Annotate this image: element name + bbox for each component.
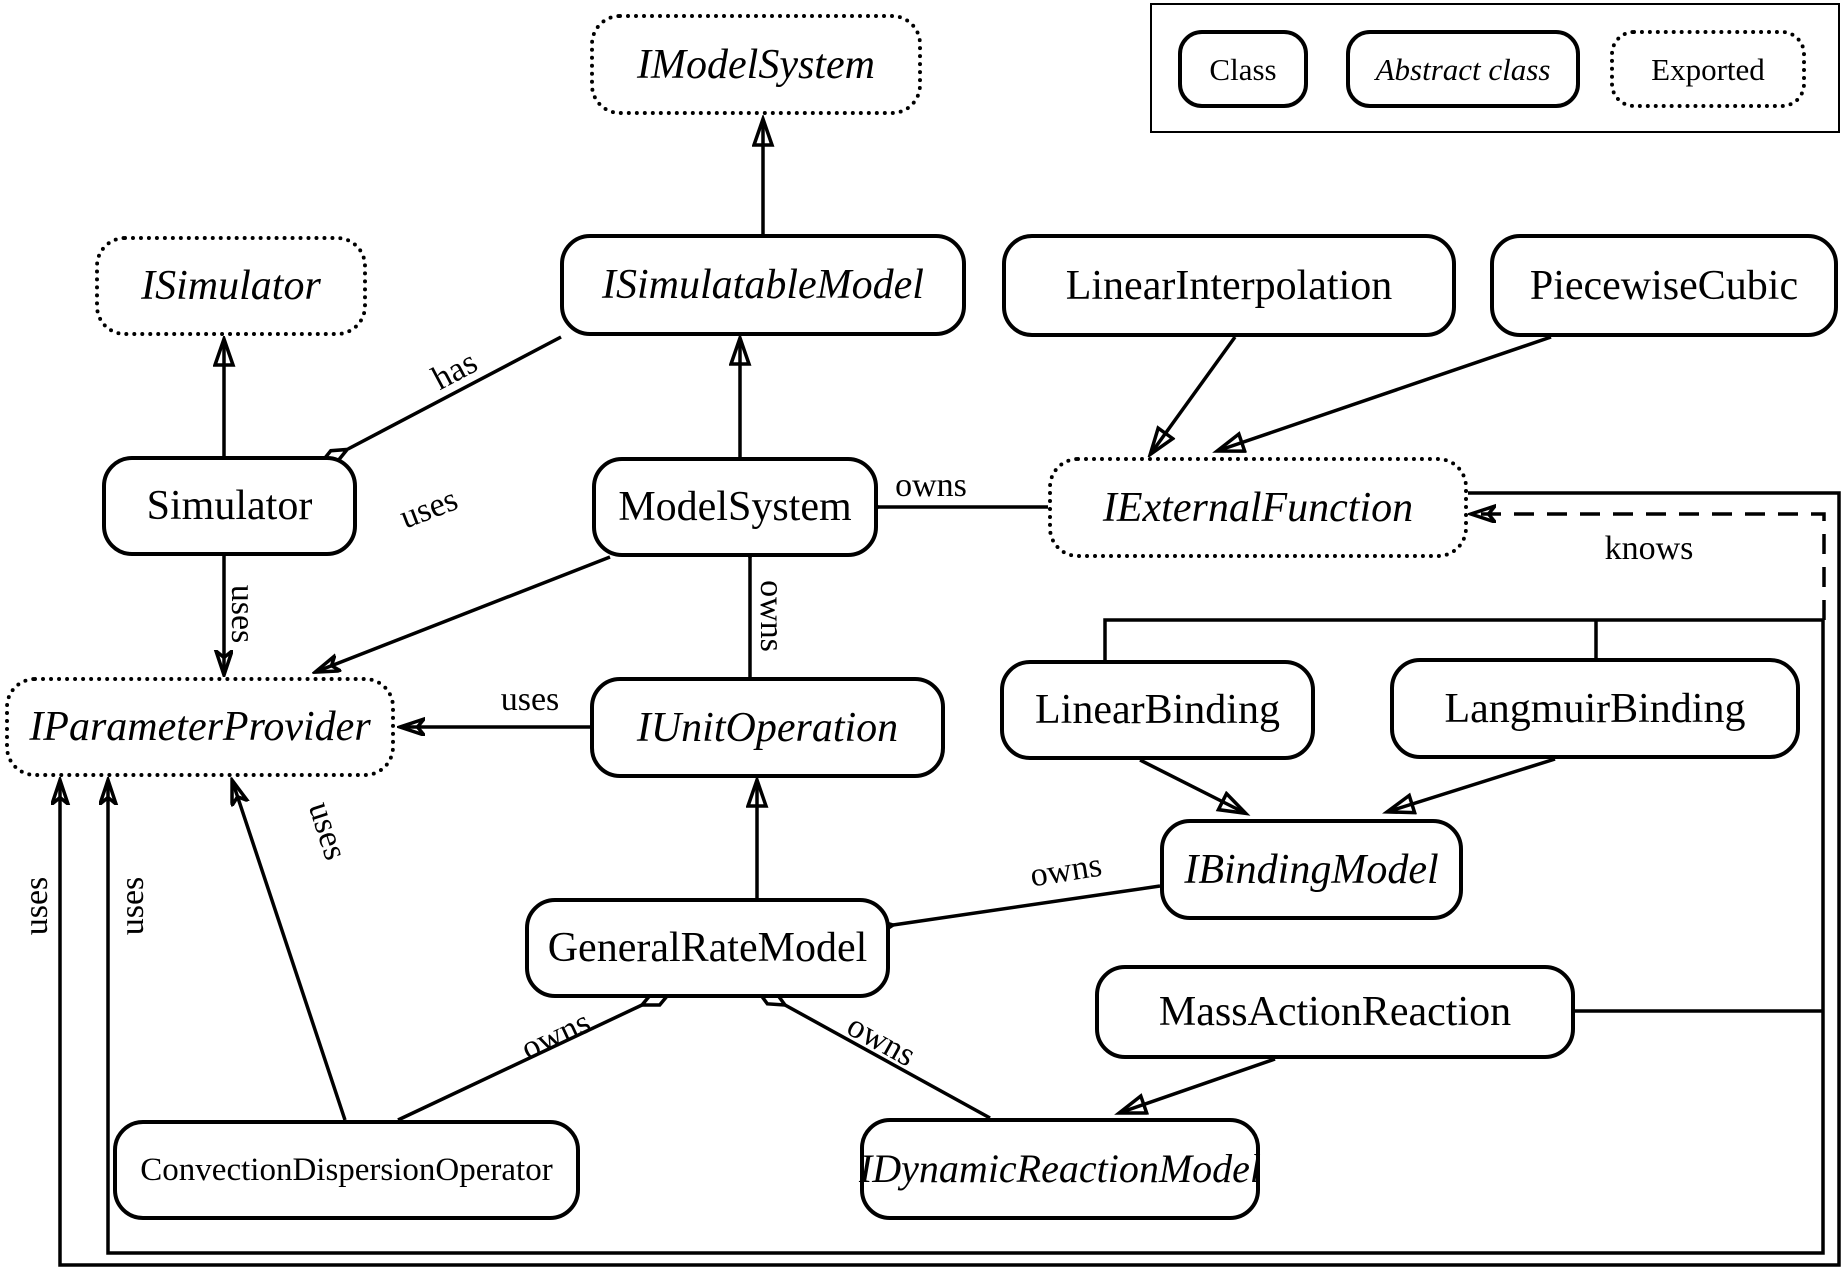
- edge-label-uses-left-outer: uses: [18, 876, 55, 936]
- edge-owns-generalratemodel-idynamicreactionmodel: [785, 1005, 991, 1120]
- edge-label-uses-simulator: uses: [224, 584, 261, 644]
- node-label: IDynamicReactionModel: [858, 1146, 1262, 1191]
- node-label: LinearBinding: [1035, 687, 1280, 733]
- edge-has-simulator-isimulatablemodel: [348, 335, 562, 449]
- node-label: ISimulatableModel: [602, 262, 924, 308]
- node-massactionreaction: MassActionReaction: [1095, 965, 1575, 1059]
- legend-item-class: Class: [1178, 30, 1308, 108]
- edge-inherit-langmuirbinding-ibindingmodel: [1390, 757, 1556, 811]
- node-langmuirbinding: LangmuirBinding: [1390, 658, 1800, 759]
- node-label: LangmuirBinding: [1444, 685, 1746, 732]
- node-linearinterpolation: LinearInterpolation: [1002, 234, 1456, 337]
- node-idynamicreactionmodel: IDynamicReactionModel: [858, 1118, 1262, 1220]
- node-label: IExternalFunction: [1102, 484, 1414, 531]
- edge-inherit-piecewisecubic-iexternalfunction: [1220, 335, 1552, 450]
- node-simulator: Simulator: [102, 456, 357, 556]
- legend-item-exported: Exported: [1610, 30, 1806, 108]
- legend-exported-label: Exported: [1651, 51, 1765, 87]
- edge-owns-generalratemodel-ibindingmodel: [893, 884, 1161, 925]
- node-linearbinding: LinearBinding: [1000, 660, 1315, 760]
- node-isimulatablemodel: ISimulatableModel: [560, 234, 966, 336]
- node-iunitoperation: IUnitOperation: [590, 677, 945, 778]
- edge-label-uses-left-inner: uses: [114, 876, 151, 936]
- edge-uses-bindings-iparameterprovider-inner-route: [108, 618, 1825, 1255]
- edge-inherit-massactionreaction-idynamicreactionmodel: [1122, 1057, 1276, 1112]
- edge-knows-iexternalfunction: [1474, 514, 1826, 620]
- legend: Class Abstract class Exported: [1150, 3, 1840, 133]
- node-label: IBindingModel: [1184, 846, 1439, 893]
- edge-uses-convectiondispersionoperator-iparameterprovider: [233, 783, 347, 1121]
- edge-label-uses-iunitoperation: uses: [500, 681, 560, 718]
- edge-label-owns-modelsystem-iexternalfunction: owns: [895, 467, 967, 504]
- node-iexternalfunction: IExternalFunction: [1048, 457, 1468, 558]
- edge-owns-generalratemodel-convectiondispersionoperator: [397, 1005, 642, 1122]
- node-generalratemodel: GeneralRateModel: [525, 898, 890, 998]
- node-label: GeneralRateModel: [547, 925, 868, 971]
- node-label: IUnitOperation: [636, 704, 899, 751]
- node-label: LinearInterpolation: [1065, 262, 1393, 309]
- node-isimulator: ISimulator: [95, 236, 367, 336]
- edge-uses-modelsystem-iparameterprovider: [318, 555, 611, 671]
- node-modelsystem: ModelSystem: [592, 457, 878, 557]
- node-label: IParameterProvider: [29, 704, 371, 750]
- edge-uses-iexternalfunction-iparameterprovider-outer-route: [60, 491, 1841, 1267]
- node-piecewisecubic: PiecewiseCubic: [1490, 234, 1838, 337]
- legend-item-abstract-class: Abstract class: [1346, 30, 1580, 108]
- legend-abstract-label: Abstract class: [1375, 51, 1551, 87]
- node-ibindingmodel: IBindingModel: [1160, 819, 1463, 920]
- legend-class-label: Class: [1209, 51, 1277, 87]
- node-convectiondispersionoperator: ConvectionDispersionOperator: [113, 1120, 580, 1220]
- node-label: MassActionReaction: [1158, 989, 1512, 1035]
- node-label: PiecewiseCubic: [1529, 262, 1799, 309]
- edge-label-owns-modelsystem-iunitoperation: owns: [753, 580, 790, 652]
- node-label: ISimulator: [141, 263, 321, 309]
- node-label: Simulator: [146, 483, 313, 529]
- edge-label-knows: knows: [1604, 530, 1694, 567]
- edge-inherit-linearinterpolation-iexternalfunction: [1152, 335, 1237, 452]
- node-iparameterprovider: IParameterProvider: [5, 677, 395, 777]
- node-imodelsystem: IModelSystem: [590, 14, 922, 115]
- node-label: ConvectionDispersionOperator: [140, 1151, 553, 1188]
- node-label: IModelSystem: [637, 41, 875, 88]
- node-label: ModelSystem: [618, 484, 852, 530]
- edge-inherit-linearbinding-ibindingmodel: [1139, 758, 1243, 812]
